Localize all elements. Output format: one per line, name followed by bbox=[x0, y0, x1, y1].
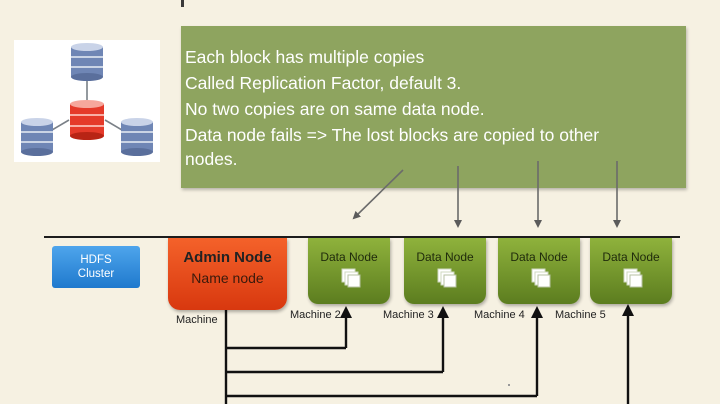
blocks-icon bbox=[341, 268, 361, 288]
machine-4-label: Machine 4 bbox=[474, 309, 525, 321]
arrows-to-data-nodes bbox=[352, 161, 621, 228]
note-line-4: Data node fails => The lost blocks are c… bbox=[185, 125, 600, 145]
machine-3-label: Machine 3 bbox=[383, 309, 434, 321]
hdfs-label: HDFS bbox=[80, 254, 112, 266]
title-tick-mark bbox=[181, 0, 184, 7]
note-line-2: Called Replication Factor, default 3. bbox=[185, 73, 462, 93]
replication-illustration bbox=[14, 40, 160, 162]
network-lines bbox=[224, 310, 630, 404]
database-top-icon bbox=[71, 43, 103, 81]
cluster-divider bbox=[44, 236, 680, 238]
cluster-label: Cluster bbox=[77, 268, 115, 280]
blocks-icon bbox=[623, 268, 643, 288]
admin-node-subtitle: Name node bbox=[191, 270, 264, 286]
database-right-icon bbox=[121, 118, 153, 156]
admin-machine-label: Machine bbox=[176, 314, 218, 326]
database-center-red-icon bbox=[70, 100, 104, 140]
machine-2-label: Machine 2 bbox=[290, 309, 341, 321]
data-node-machine-4: Data Node bbox=[498, 238, 580, 304]
admin-node: Admin Node Name node bbox=[168, 238, 287, 310]
data-node-machine-3: Data Node bbox=[404, 238, 486, 304]
blocks-icon bbox=[437, 268, 457, 288]
database-left-icon bbox=[21, 118, 53, 156]
data-node-title: Data Node bbox=[602, 250, 660, 264]
data-node-title: Data Node bbox=[510, 250, 568, 264]
data-node-title: Data Node bbox=[416, 250, 474, 264]
machine-5-label: Machine 5 bbox=[555, 309, 606, 321]
admin-node-title: Admin Node bbox=[183, 249, 272, 266]
data-node-title: Data Node bbox=[320, 250, 378, 264]
data-node-machine-5: Data Node bbox=[590, 238, 672, 304]
note-line-5: nodes. bbox=[185, 149, 238, 169]
note-line-3: No two copies are on same data node. bbox=[185, 99, 485, 119]
replication-note: Each block has multiple copies Called Re… bbox=[181, 26, 686, 188]
note-line-1: Each block has multiple copies bbox=[185, 47, 425, 67]
database-cylinders-icon bbox=[21, 43, 153, 156]
data-node-machine-2: Data Node bbox=[308, 238, 390, 304]
blocks-icon bbox=[531, 268, 551, 288]
hdfs-cluster-badge: HDFS Cluster bbox=[52, 246, 140, 288]
